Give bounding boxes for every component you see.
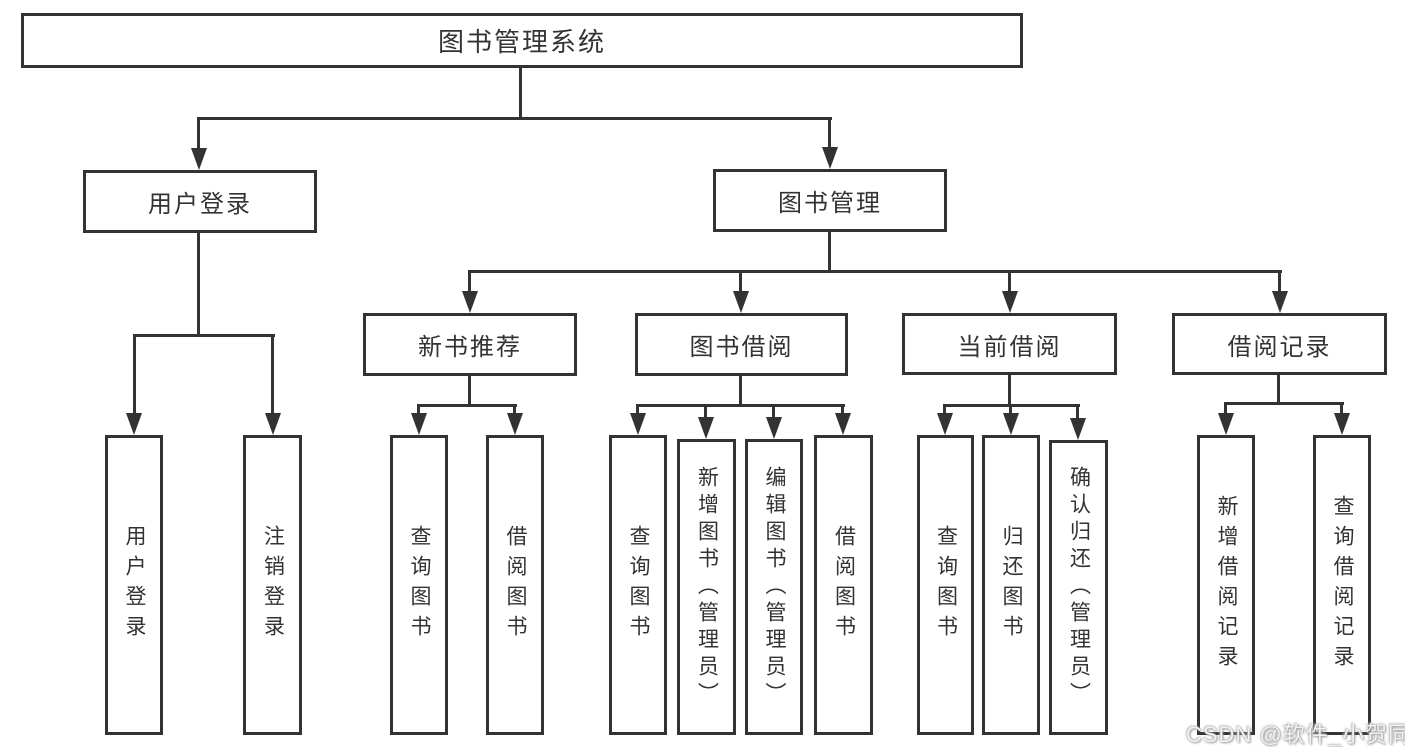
connector-drop-bb-edit	[772, 404, 775, 419]
leaf-br-add-record: 新增借阅记录	[1197, 435, 1255, 735]
arrowhead-down-icon	[835, 413, 851, 435]
connector-drop-br-query	[1340, 402, 1343, 415]
connector-drop-borrow-records	[1278, 270, 1281, 293]
arrowhead-down-icon	[733, 291, 749, 313]
arrowhead-down-icon	[507, 413, 523, 435]
connector-drop-leaf-logout	[271, 334, 274, 415]
connector-drop-bb-add	[704, 404, 707, 419]
connector-drop-cb-return	[1009, 404, 1012, 415]
connector-bb-branch	[636, 404, 845, 407]
node-borrow-records: 借阅记录	[1172, 313, 1387, 375]
connector-bb-stem	[739, 376, 742, 407]
arrowhead-down-icon	[191, 148, 207, 170]
connector-drop-new-book-recommend	[468, 270, 471, 293]
leaf-bb-borrow-books: 借阅图书	[814, 435, 873, 735]
arrowhead-down-icon	[698, 417, 714, 439]
connector-drop-user-login	[197, 117, 200, 150]
leaf-cb-query-books: 查询图书	[917, 435, 974, 735]
node-book-management: 图书管理	[713, 169, 947, 232]
connector-drop-book-borrow	[739, 270, 742, 293]
leaf-rec-borrow-books: 借阅图书	[486, 435, 544, 735]
connector-rec-stem	[468, 376, 471, 407]
connector-level2-branch	[468, 270, 1282, 273]
leaf-user-login: 用户登录	[105, 435, 163, 735]
connector-user-login-branch	[133, 334, 275, 337]
arrowhead-down-icon	[1002, 291, 1018, 313]
node-current-borrow: 当前借阅	[902, 313, 1117, 375]
leaf-bb-query-books: 查询图书	[609, 435, 667, 735]
connector-user-login-stem	[197, 233, 200, 336]
connector-rec-branch	[417, 404, 517, 407]
connector-drop-cb-confirm	[1076, 404, 1079, 420]
connector-drop-book-management	[828, 117, 831, 149]
node-new-book-recommend: 新书推荐	[363, 313, 577, 376]
arrowhead-down-icon	[1272, 291, 1288, 313]
leaf-cb-confirm-return: 确认归还（管理员）	[1049, 440, 1108, 735]
connector-br-stem	[1277, 375, 1280, 405]
arrowhead-down-icon	[1218, 413, 1234, 435]
connector-drop-current-borrow	[1008, 270, 1011, 293]
arrowhead-down-icon	[937, 413, 953, 435]
arrowhead-down-icon	[1070, 418, 1086, 440]
leaf-bb-add-books: 新增图书（管理员）	[677, 439, 736, 735]
csdn-watermark: CSDN @软件_小贺同学	[1186, 722, 1405, 747]
connector-book-management-stem	[828, 232, 831, 273]
connector-drop-cb-query	[943, 404, 946, 415]
node-root: 图书管理系统	[21, 13, 1023, 68]
arrowhead-down-icon	[1003, 413, 1019, 435]
node-book-borrow: 图书借阅	[635, 313, 848, 376]
arrowhead-down-icon	[462, 291, 478, 313]
connector-level1-branch	[198, 117, 832, 120]
leaf-logout-login: 注销登录	[243, 435, 302, 735]
node-user-login: 用户登录	[83, 170, 317, 233]
arrowhead-down-icon	[411, 413, 427, 435]
leaf-br-query-record: 查询借阅记录	[1313, 435, 1371, 735]
connector-drop-rec-borrow	[513, 404, 516, 415]
leaf-rec-query-books: 查询图书	[390, 435, 448, 735]
connector-root-stem	[519, 68, 522, 119]
connector-cb-stem	[1008, 375, 1011, 406]
arrowhead-down-icon	[1334, 413, 1350, 435]
arrowhead-down-icon	[630, 413, 646, 435]
leaf-cb-return-books: 归还图书	[982, 435, 1040, 735]
leaf-bb-edit-books: 编辑图书（管理员）	[745, 439, 803, 735]
arrowhead-down-icon	[766, 417, 782, 439]
arrowhead-down-icon	[822, 147, 838, 169]
connector-drop-bb-query	[636, 404, 639, 415]
connector-drop-leaf-user-login	[133, 334, 136, 415]
arrowhead-down-icon	[265, 413, 281, 435]
connector-drop-bb-borrow	[841, 404, 844, 415]
connector-drop-br-add	[1224, 402, 1227, 415]
arrowhead-down-icon	[126, 413, 142, 435]
connector-br-branch	[1224, 402, 1344, 405]
connector-drop-rec-query	[417, 404, 420, 415]
